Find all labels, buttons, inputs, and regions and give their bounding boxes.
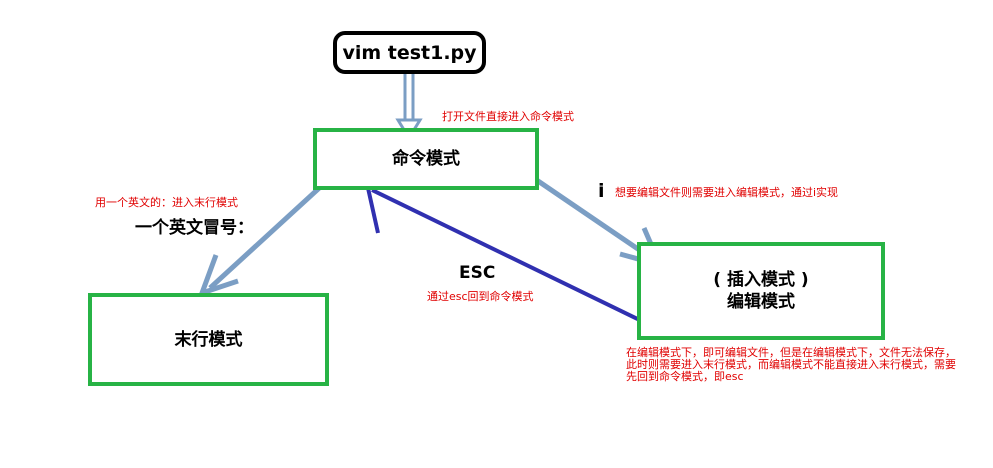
vim-command-box: vim test1.py [333, 31, 486, 74]
colon-hint-note: 用一个英文的：进入末行模式 [95, 196, 238, 209]
edit-mode-label: 编辑模式 [727, 292, 795, 312]
esc-hint-note: 通过esc回到命令模式 [427, 290, 534, 303]
last-line-mode-box: 末行模式 [88, 293, 329, 386]
colon-key-label: 一个英文冒号： [135, 218, 254, 238]
last-line-mode-label: 末行模式 [174, 329, 243, 350]
vim-command-text: vim test1.py [342, 41, 477, 64]
command-mode-box: 命令模式 [313, 128, 539, 190]
esc-key-label: ESC [459, 263, 496, 283]
command-mode-label: 命令模式 [392, 149, 460, 169]
esc-arrow [365, 184, 653, 328]
i-key-label: i [598, 180, 605, 202]
open-file-note: 打开文件直接进入命令模式 [442, 110, 574, 123]
i-hint-note: 想要编辑文件则需要进入编辑模式，通过i实现 [615, 186, 839, 199]
insert-mode-label: ( 插入模式 ) [713, 270, 809, 290]
edit-mode-note: 在编辑模式下，即可编辑文件，但是在编辑模式下，文件无法保存，此时则需要进入末行模… [626, 346, 956, 383]
insert-mode-box: ( 插入模式 ) 编辑模式 [637, 242, 885, 340]
